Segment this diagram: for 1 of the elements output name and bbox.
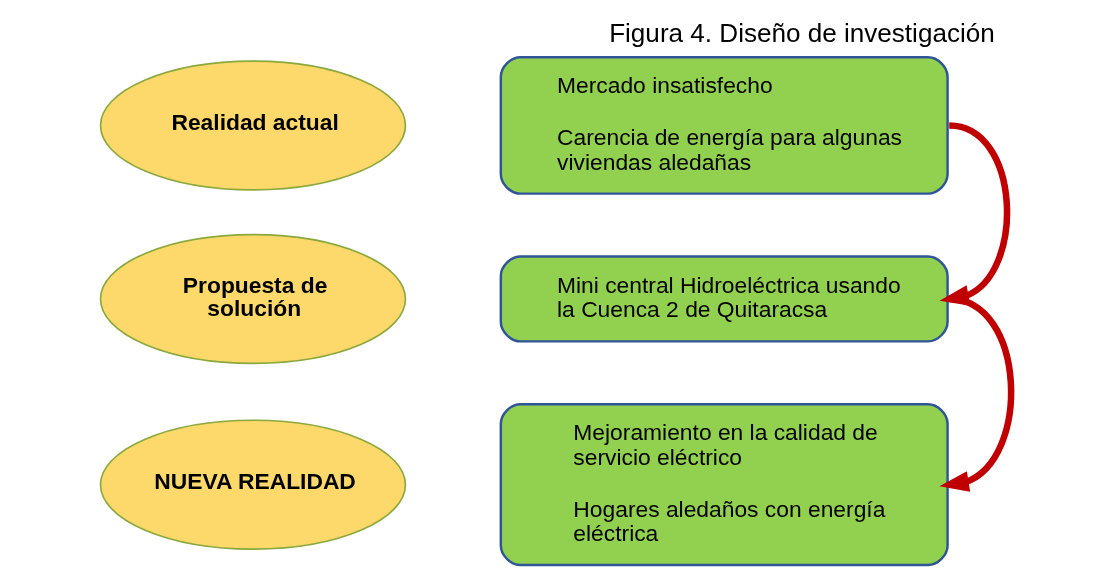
diagram-title: Figura 4. Diseño de investigación bbox=[609, 18, 995, 49]
